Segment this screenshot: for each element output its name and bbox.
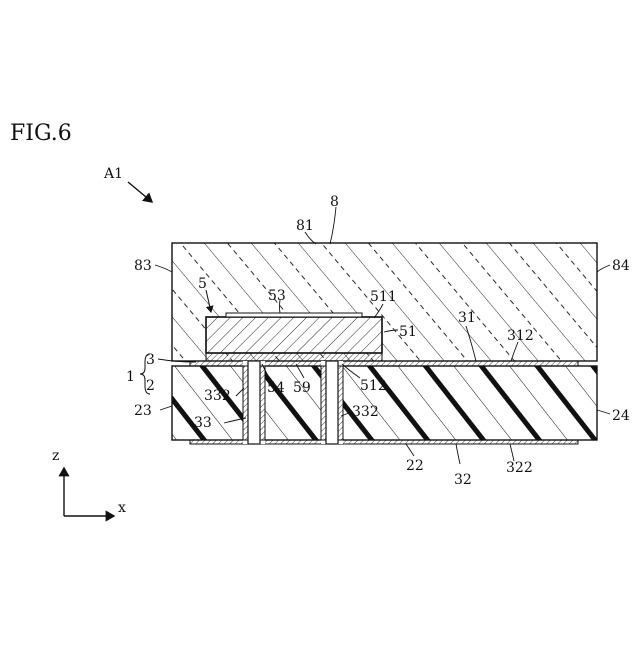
via-right-core [326, 361, 338, 444]
label-1: 1 [126, 369, 135, 385]
label-23: 23 [134, 403, 152, 419]
label-312: 312 [507, 328, 534, 344]
label-59: 59 [293, 380, 311, 396]
label-51: 51 [399, 324, 417, 340]
via-left-wall-b [260, 366, 265, 440]
via-left-core [248, 361, 260, 444]
label-3: 3 [146, 352, 155, 368]
label-2: 2 [146, 378, 155, 394]
label-84: 84 [612, 258, 630, 274]
label-53: 53 [268, 288, 286, 304]
label-8: 8 [330, 194, 339, 210]
semiconductor-chip [206, 317, 382, 353]
label-511: 511 [370, 289, 397, 305]
label-83: 83 [134, 258, 152, 274]
chip-bonding-layer [206, 353, 382, 361]
via-left-wall-a [243, 366, 248, 440]
device-arrow [128, 182, 152, 202]
label-24: 24 [612, 408, 630, 424]
label-54: 54 [267, 380, 285, 396]
label-81: 81 [296, 218, 314, 234]
label-5: 5 [198, 276, 207, 292]
label-33: 33 [194, 415, 212, 431]
label-22: 22 [406, 458, 424, 474]
label-32: 32 [454, 472, 472, 488]
chip-top-electrode [226, 313, 362, 317]
label-31: 31 [458, 310, 476, 326]
via-right-wall-a [321, 366, 326, 440]
label-332-right: 332 [352, 404, 379, 420]
device-label: A1 [103, 166, 123, 182]
label-332-left: 332 [204, 388, 231, 404]
figure-title: FIG.6 [10, 121, 72, 146]
via-right-wall-b [338, 366, 343, 440]
label-512: 512 [360, 378, 387, 394]
label-322: 322 [506, 460, 533, 476]
x-axis-label: x [118, 500, 126, 516]
z-axis-label: z [52, 448, 59, 464]
